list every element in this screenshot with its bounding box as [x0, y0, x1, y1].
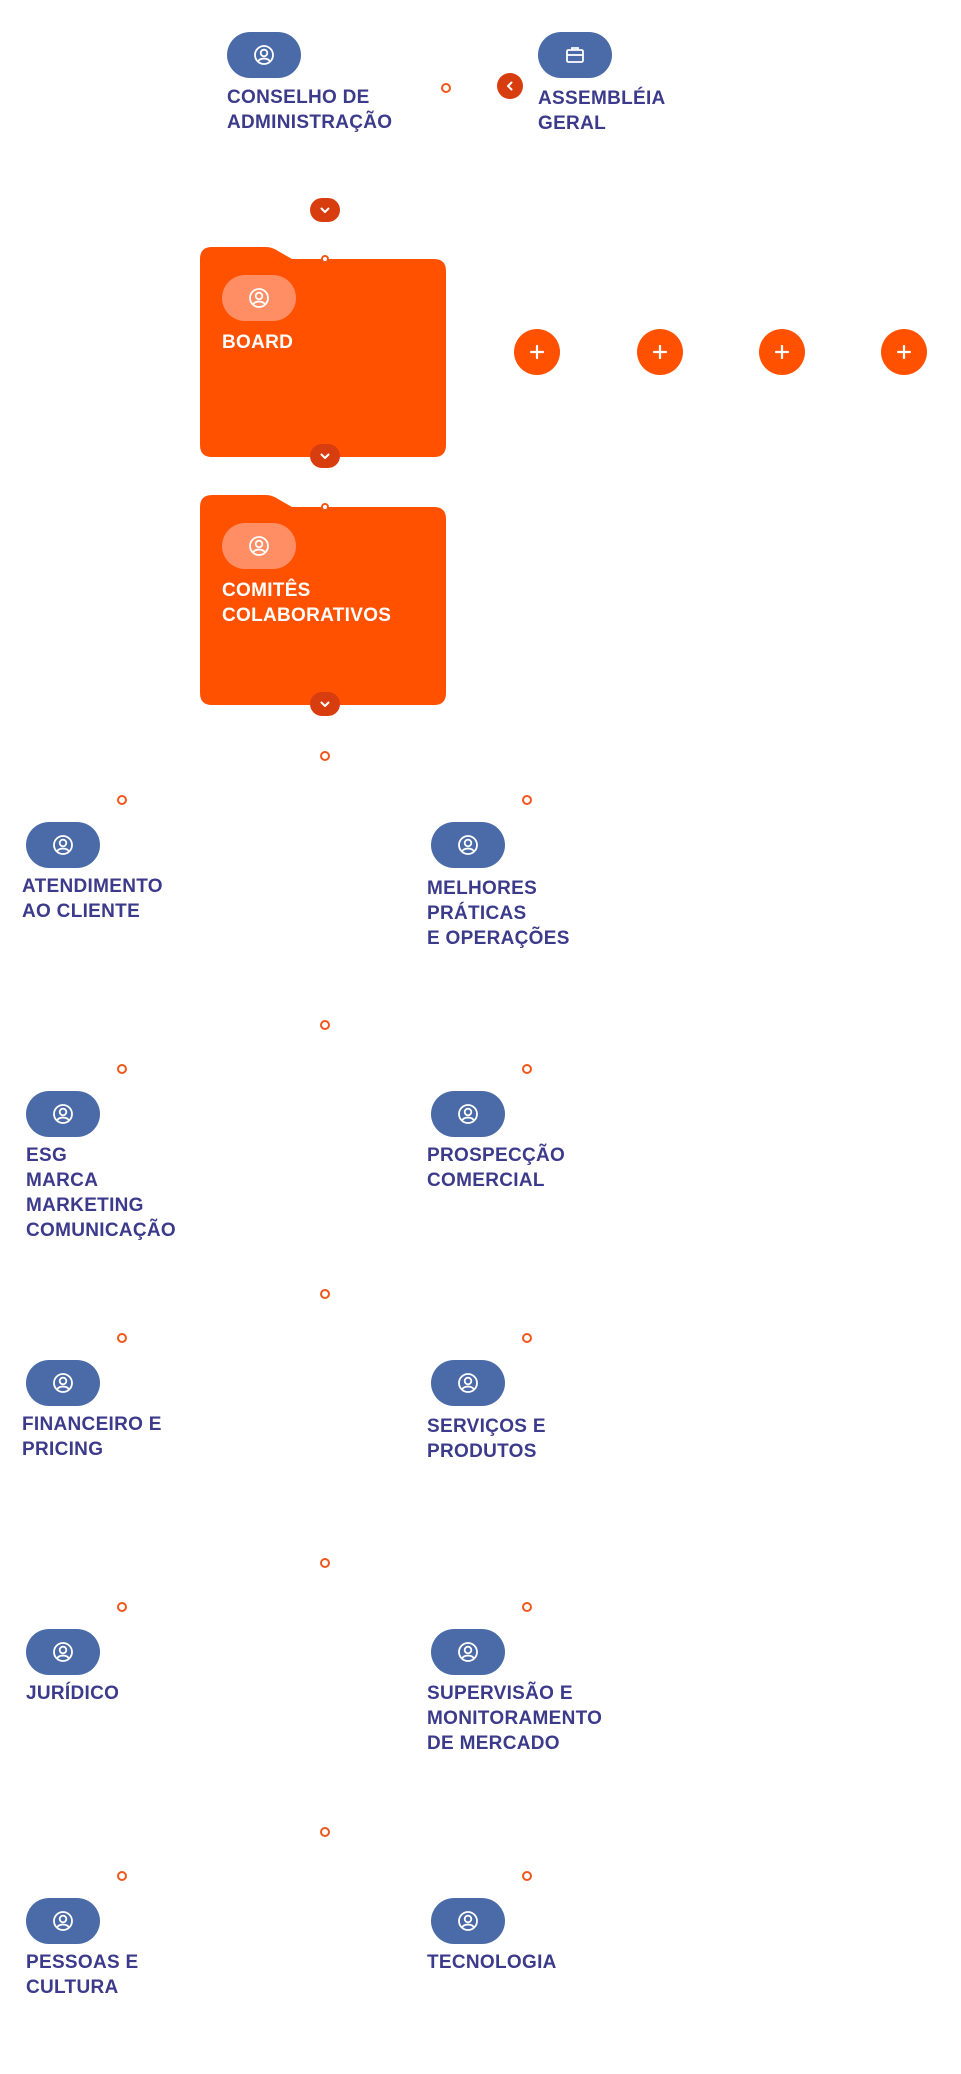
connector-dot [522, 1871, 532, 1881]
connector-dot [321, 255, 329, 263]
expand-button[interactable] [310, 444, 340, 468]
connector-dot [321, 503, 329, 511]
comites-label: COMITÊS COLABORATIVOS [222, 580, 392, 626]
financeiro-pill[interactable] [26, 1360, 100, 1406]
board-folder[interactable]: BOARD [200, 247, 446, 457]
briefcase-icon [566, 47, 584, 63]
pessoas-label: PESSOAS E CULTURA [26, 1952, 139, 1998]
atendimento-pill[interactable] [26, 822, 100, 868]
connector-dot [320, 751, 330, 761]
expand-button[interactable] [310, 198, 340, 222]
connector-dot [117, 1602, 127, 1612]
plus-icon [896, 344, 912, 360]
user-icon [53, 1911, 73, 1931]
user-icon [53, 1104, 73, 1124]
tecnologia-pill[interactable] [431, 1898, 505, 1944]
connector-dot [522, 1602, 532, 1612]
tecnologia-label: TECNOLOGIA [427, 1952, 557, 1973]
add-button[interactable] [637, 329, 683, 375]
supervisao-label: SUPERVISÃO E MONITORAMENTO DE MERCADO [427, 1683, 603, 1754]
connector-dot [117, 795, 127, 805]
connector-dot [441, 83, 451, 93]
user-icon [458, 1911, 478, 1931]
user-icon [458, 1373, 478, 1393]
user-icon [53, 1642, 73, 1662]
user-icon [53, 835, 73, 855]
servicos-pill[interactable] [431, 1360, 505, 1406]
chevron-down-icon [320, 701, 330, 707]
esg-label: ESG MARCA MARKETING COMUNICAÇÃO [26, 1145, 177, 1241]
assembleia-label: ASSEMBLÉIA GERAL [538, 88, 666, 134]
melhores-praticas-label: MELHORES PRÁTICAS E OPERAÇÕES [427, 878, 570, 949]
plus-icon [774, 344, 790, 360]
board-pill[interactable] [222, 275, 296, 321]
melhores-praticas-pill[interactable] [431, 822, 505, 868]
user-icon [53, 1373, 73, 1393]
connector-dot [117, 1871, 127, 1881]
board-label: BOARD [222, 332, 294, 353]
add-button[interactable] [759, 329, 805, 375]
comites-folder[interactable]: COMITÊS COLABORATIVOS [200, 495, 446, 705]
collapse-left-button[interactable] [497, 73, 523, 99]
user-icon [458, 1104, 478, 1124]
user-icon [458, 835, 478, 855]
plus-icon [652, 344, 668, 360]
juridico-label: JURÍDICO [26, 1683, 120, 1704]
user-icon [249, 288, 269, 308]
connector-dot [522, 1064, 532, 1074]
chevron-down-icon [320, 207, 330, 213]
chevron-down-icon [320, 453, 330, 459]
connector-dot [117, 1064, 127, 1074]
assembleia-pill[interactable] [538, 32, 612, 78]
connector-dot [522, 1333, 532, 1343]
financeiro-label: FINANCEIRO E PRICING [22, 1414, 162, 1460]
connector-dot [320, 1020, 330, 1030]
user-icon [254, 45, 274, 65]
user-icon [458, 1642, 478, 1662]
juridico-pill[interactable] [26, 1629, 100, 1675]
connector-dot [320, 1289, 330, 1299]
pessoas-pill[interactable] [26, 1898, 100, 1944]
connector-dot [117, 1333, 127, 1343]
supervisao-pill[interactable] [431, 1629, 505, 1675]
connector-dot [320, 1827, 330, 1837]
expand-button[interactable] [310, 692, 340, 716]
connector-dot [320, 1558, 330, 1568]
esg-pill[interactable] [26, 1091, 100, 1137]
add-button[interactable] [514, 329, 560, 375]
add-button[interactable] [881, 329, 927, 375]
comites-pill[interactable] [222, 523, 296, 569]
prospeccao-pill[interactable] [431, 1091, 505, 1137]
conselho-label: CONSELHO DE ADMINISTRAÇÃO [227, 87, 393, 133]
prospeccao-label: PROSPECÇÃO COMERCIAL [427, 1145, 566, 1191]
atendimento-label: ATENDIMENTO AO CLIENTE [22, 876, 163, 922]
chevron-left-icon [507, 81, 513, 91]
conselho-pill[interactable] [227, 32, 301, 78]
servicos-label: SERVIÇOS E PRODUTOS [427, 1416, 546, 1462]
connector-dot [522, 795, 532, 805]
plus-icon [529, 344, 545, 360]
user-icon [249, 536, 269, 556]
